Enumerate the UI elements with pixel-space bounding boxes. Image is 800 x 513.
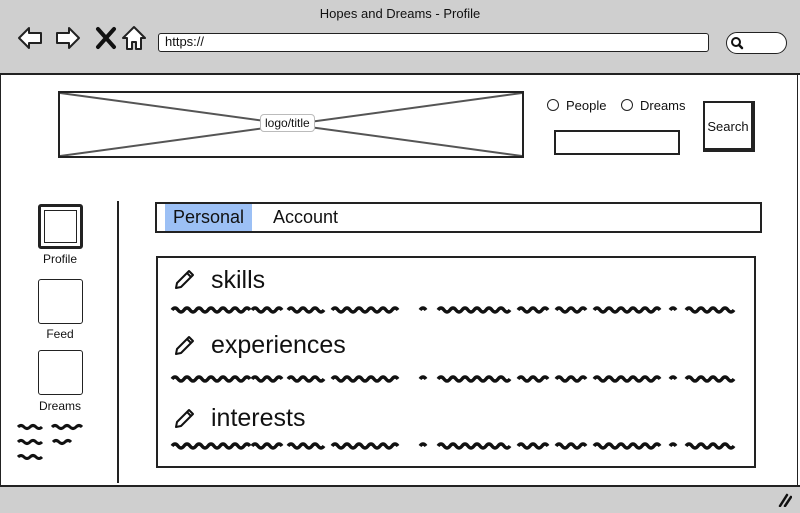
back-arrow-icon[interactable]: [16, 24, 44, 52]
sidebar-item-profile[interactable]: [38, 204, 83, 249]
sidebar-item-dreams[interactable]: [38, 350, 83, 395]
section-placeholder-text: [170, 306, 736, 314]
logo-title-label: logo/title: [260, 114, 315, 132]
sidebar-label-profile: Profile: [42, 252, 77, 266]
radio-people-label[interactable]: People: [566, 98, 607, 113]
status-bar: [0, 485, 800, 513]
section-placeholder-text: [170, 442, 736, 450]
section-title-interests: interests: [211, 404, 306, 432]
magnifier-icon: [731, 37, 744, 50]
pencil-icon[interactable]: [172, 334, 196, 358]
tab-bar: Personal Account: [155, 202, 762, 233]
window-title: Hopes and Dreams - Profile: [319, 6, 481, 21]
pencil-icon[interactable]: [172, 268, 196, 292]
radio-people[interactable]: [547, 99, 559, 111]
tab-personal[interactable]: Personal: [165, 204, 253, 231]
url-text: https://: [165, 34, 205, 49]
section-title-experiences: experiences: [211, 331, 346, 359]
sidebar-placeholder-text: [17, 424, 84, 460]
search-input[interactable]: [554, 130, 680, 155]
close-icon[interactable]: [92, 24, 120, 52]
forward-arrow-icon[interactable]: [54, 24, 82, 52]
section-title-skills: skills: [211, 266, 266, 294]
pencil-icon[interactable]: [172, 407, 196, 431]
sidebar-label-dreams: Dreams: [38, 399, 81, 413]
section-placeholder-text: [170, 375, 736, 383]
profile-content-panel: [156, 256, 756, 468]
sidebar-divider: [117, 201, 119, 483]
radio-dreams[interactable]: [621, 99, 633, 111]
url-input[interactable]: https://: [158, 33, 709, 52]
radio-dreams-label[interactable]: Dreams: [640, 98, 686, 113]
search-button[interactable]: Search: [703, 101, 755, 152]
sidebar-label-feed: Feed: [46, 327, 74, 341]
resize-grip-icon[interactable]: [778, 493, 792, 507]
home-icon[interactable]: [120, 24, 148, 52]
sidebar-item-feed[interactable]: [38, 279, 83, 324]
tab-account[interactable]: Account: [273, 207, 339, 227]
browser-search-field[interactable]: [726, 32, 787, 54]
browser-chrome: Hopes and Dreams - Profile https://: [0, 0, 800, 75]
